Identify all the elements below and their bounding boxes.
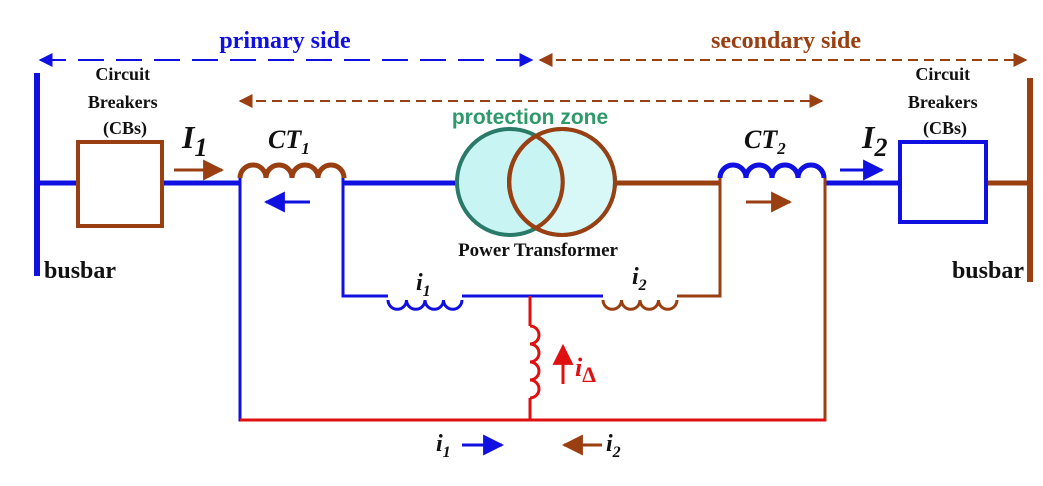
ct1-label: CT1 (268, 125, 310, 158)
i1-bottom-label: i1 (436, 431, 451, 461)
ct1-inner-wire (341, 178, 388, 298)
protection-zone-label: protection zone (452, 106, 608, 129)
idelta-label: iΔ (575, 353, 596, 387)
secondary-side-label: secondary side (711, 28, 861, 54)
power-transformer-label: Power Transformer (458, 240, 618, 261)
circuit-breaker-right (898, 140, 988, 224)
busbar-left-label: busbar (44, 258, 116, 284)
ct2-inner-wire (677, 178, 722, 298)
circuit-breaker-left (76, 140, 164, 228)
primary-side-label: primary side (219, 28, 351, 54)
I2-label: I2 (861, 119, 887, 162)
ct2-label: CT2 (744, 125, 786, 158)
transformer-secondary-arc (507, 127, 617, 237)
i2-coil-label: i2 (632, 264, 647, 294)
busbar-right-label: busbar (952, 258, 1024, 284)
ct1-coil (237, 162, 347, 179)
i1-coil (386, 299, 464, 311)
i1-coil-label: i1 (416, 270, 431, 300)
i2-coil (601, 299, 679, 311)
cb-right-label: Circuit Breakers (CBs) (908, 64, 982, 139)
cb-left-label: Circuit Breakers (CBs) (88, 64, 162, 139)
I1-label: I1 (181, 119, 207, 162)
ct2-coil (717, 162, 827, 179)
differential-relay-coil (529, 324, 541, 400)
i2-bottom-label: i2 (606, 431, 621, 461)
